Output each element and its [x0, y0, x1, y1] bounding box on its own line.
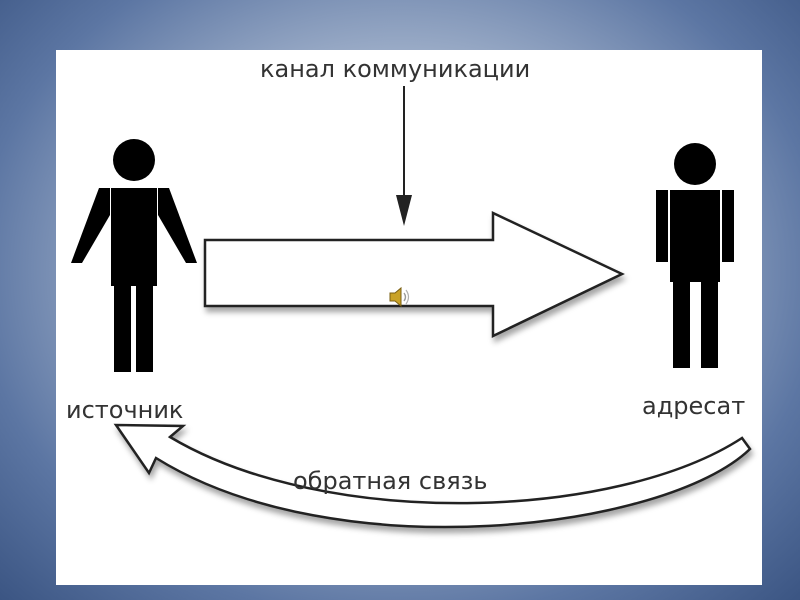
channel-pointer-arrow [396, 86, 412, 226]
feedback-label: обратная связь [293, 467, 488, 495]
source-person-figure [71, 139, 197, 372]
communication-arrow [203, 211, 625, 338]
feedback-arrow [113, 423, 752, 529]
channel-label: канал коммуникации [260, 55, 531, 83]
speaker-icon[interactable] [387, 284, 413, 310]
communication-diagram [71, 86, 752, 529]
slide-canvas: канал коммуникации источник адресат обра… [56, 50, 762, 585]
destination-person-figure [656, 143, 734, 368]
destination-label: адресат [642, 392, 746, 420]
source-label: источник [66, 396, 184, 424]
